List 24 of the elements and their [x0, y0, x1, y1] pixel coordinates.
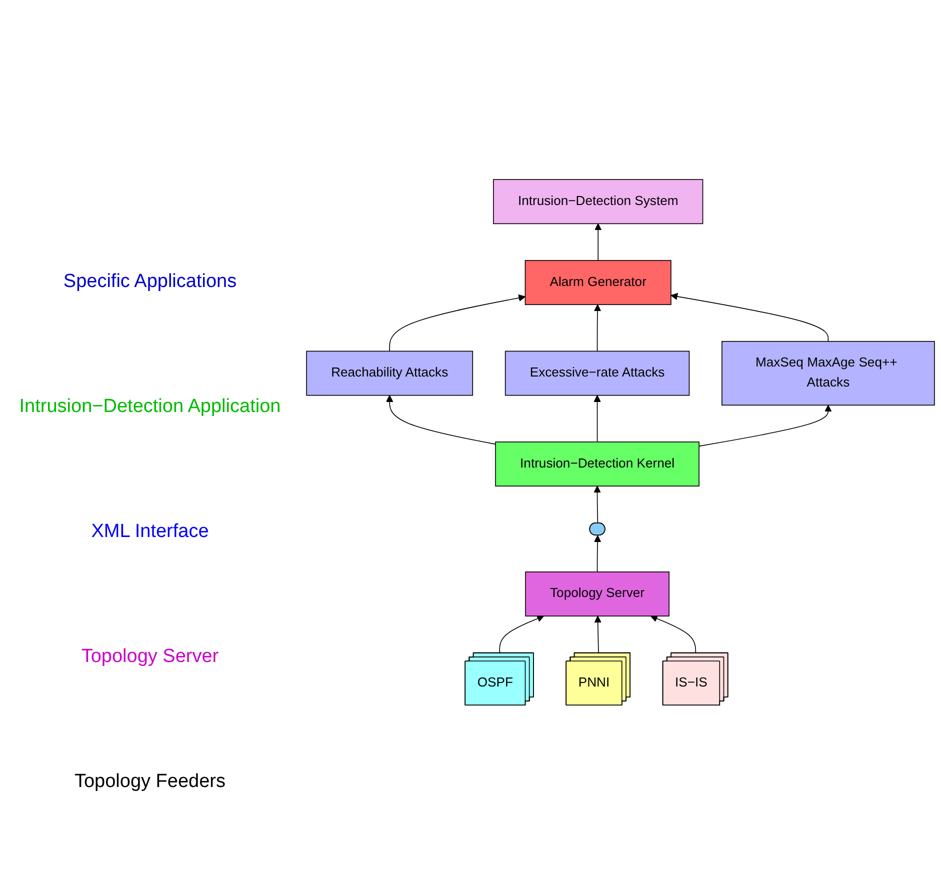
- layer-label: Topology Server: [80, 646, 220, 668]
- arrow: [594, 394, 601, 442]
- node-box: MaxSeq MaxAge Seq++ Attacks: [722, 340, 935, 406]
- arrow: [670, 292, 829, 342]
- arrow: [594, 615, 602, 654]
- arrow: [650, 614, 696, 654]
- arrow: [594, 304, 602, 352]
- layer-label: XML Interface: [90, 520, 210, 543]
- node-box: Excessive−rate Attacks: [504, 350, 690, 396]
- node-box: Topology Server: [525, 571, 670, 616]
- arrow: [594, 485, 601, 524]
- arrow: [389, 294, 526, 352]
- layer-label: Specific Applications: [62, 271, 238, 294]
- arrow: [499, 614, 544, 654]
- arrow: [386, 394, 496, 444]
- node-box: Intrusion−Detection Kernel: [495, 441, 700, 486]
- arrow: [698, 404, 832, 446]
- layer-label: Topology Feeders: [73, 770, 227, 793]
- arrow: [594, 534, 602, 572]
- node-box: Reachability Attacks: [306, 350, 474, 396]
- layer-label: Intrusion−Detection Application: [18, 396, 282, 418]
- arrow: [594, 223, 602, 261]
- node-box: Alarm Generator: [524, 260, 672, 305]
- node-box: Intrusion−Detection System: [493, 178, 704, 224]
